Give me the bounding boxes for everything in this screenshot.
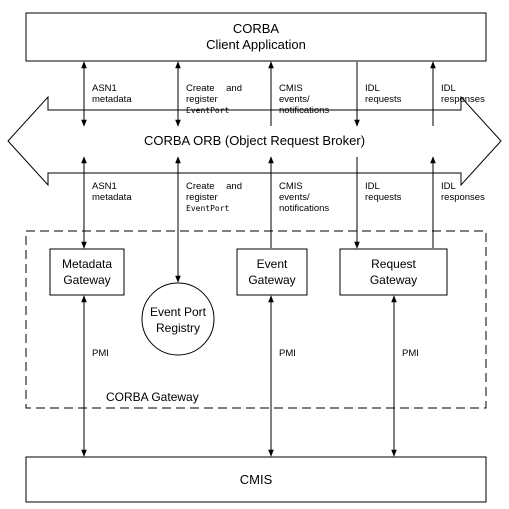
metadata-gateway-line1: Metadata — [61, 257, 113, 271]
lower-create-line3: EventPort — [186, 204, 230, 213]
lower-cmis-line1: CMIS — [279, 181, 303, 192]
lower-idl-resp-line1: IDL — [441, 181, 456, 192]
metadata-gateway-line2: Gateway — [63, 273, 111, 287]
upper-idl-responses-label: IDL responses — [441, 83, 485, 105]
upper-idl-resp-line2: responses — [441, 94, 485, 105]
upper-asn1-line1: ASN1 — [92, 83, 117, 94]
registry-line1: Event Port — [149, 305, 207, 319]
upper-idl-resp-line1: IDL — [441, 83, 456, 94]
pmi-label-left: PMI — [92, 348, 109, 359]
cmis-box — [25, 456, 487, 503]
lower-create-line1: Create and — [186, 181, 242, 192]
lower-asn1-line2: metadata — [92, 192, 132, 203]
request-gateway-label: Request Gateway — [340, 256, 447, 288]
client-line2: Client Application — [206, 37, 306, 52]
lower-cmis-line2: events/ — [279, 192, 310, 203]
client-application-box — [25, 12, 487, 62]
upper-create-line2: register — [186, 94, 218, 105]
upper-create-word2: and — [226, 83, 242, 94]
upper-idl-requests-label: IDL requests — [365, 83, 401, 105]
orb-double-arrow — [7, 95, 502, 187]
pmi-label-right: PMI — [402, 348, 419, 359]
metadata-gateway-box — [49, 248, 125, 296]
upper-asn1-label: ASN1 metadata — [92, 83, 132, 105]
lower-idl-req-line1: IDL — [365, 181, 380, 192]
cmis-label: CMIS — [239, 472, 273, 487]
lower-asn1-line1: ASN1 — [92, 181, 117, 192]
registry-line2: Registry — [155, 321, 200, 335]
upper-create-word1: Create — [186, 83, 215, 94]
event-gateway-line1: Event — [256, 257, 288, 271]
lower-cmis-line3: notifications — [279, 203, 330, 214]
upper-cmis-line1: CMIS — [279, 83, 303, 94]
lower-create-label: Create and register EventPort — [186, 181, 242, 214]
client-title: CORBA Client Application — [26, 21, 486, 53]
lower-cmis-label: CMIS events/ notifications — [279, 181, 329, 214]
event-gateway-line2: Gateway — [248, 273, 296, 287]
upper-idl-req-line1: IDL — [365, 83, 380, 94]
request-gateway-box — [339, 248, 448, 296]
metadata-gateway-label: Metadata Gateway — [50, 256, 124, 288]
request-gateway-line2: Gateway — [369, 273, 418, 287]
lower-asn1-label: ASN1 metadata — [92, 181, 132, 203]
upper-cmis-line3: notifications — [279, 105, 330, 116]
upper-create-line1: Create and — [186, 83, 242, 94]
lower-create-line2: register — [186, 192, 218, 203]
upper-cmis-line2: events/ — [279, 94, 310, 105]
lower-idl-resp-line2: responses — [441, 192, 485, 203]
lower-idl-responses-label: IDL responses — [441, 181, 485, 203]
event-port-registry-label: Event Port Registry — [142, 304, 214, 336]
corba-gateway-boundary — [25, 230, 487, 409]
upper-create-label: Create and register EventPort — [186, 83, 242, 116]
orb-label: CORBA ORB (Object Request Broker) — [143, 133, 366, 148]
lower-create-word1: Create — [186, 181, 215, 192]
event-gateway-box — [236, 248, 308, 296]
upper-cmis-label: CMIS events/ notifications — [279, 83, 329, 116]
pmi-label-middle: PMI — [279, 348, 296, 359]
request-gateway-line1: Request — [371, 257, 416, 271]
event-port-registry-circle — [141, 282, 215, 356]
event-gateway-label: Event Gateway — [237, 256, 307, 288]
lower-idl-req-line2: requests — [365, 192, 402, 203]
upper-asn1-line2: metadata — [92, 94, 132, 105]
corba-gateway-label: CORBA Gateway — [106, 390, 199, 404]
client-line1: CORBA — [232, 21, 280, 36]
lower-idl-requests-label: IDL requests — [365, 181, 401, 203]
lower-create-word2: and — [226, 181, 242, 192]
upper-idl-req-line2: requests — [365, 94, 402, 105]
upper-create-line3: EventPort — [186, 106, 230, 115]
